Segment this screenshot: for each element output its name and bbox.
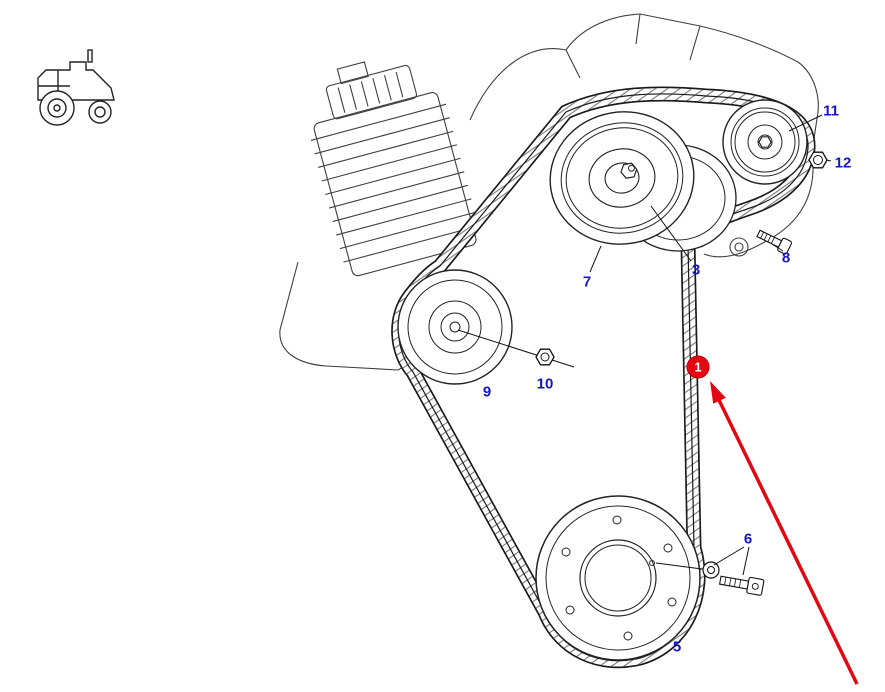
tractor-icon [37, 49, 115, 126]
callout-1-badge[interactable]: 1 [686, 355, 710, 379]
leader-12 [825, 159, 832, 162]
part-label-7: 7 [582, 273, 592, 291]
leader-6b [742, 546, 750, 576]
part-label-8: 8 [781, 249, 791, 267]
part-label-9: 9 [482, 383, 492, 401]
leader-lines [589, 114, 832, 576]
callout-arrow [710, 381, 859, 685]
part-label-12: 12 [834, 154, 852, 172]
crank-pulley-bolt-holes [561, 515, 677, 641]
nut-12 [808, 151, 828, 169]
air-compressor-outline [310, 61, 479, 277]
part-label-3: 3 [691, 261, 701, 279]
washer-6 [655, 561, 720, 579]
engine-block-sketch [279, 13, 819, 371]
pulley-5 [535, 495, 701, 661]
pulley-9 [397, 269, 513, 385]
nut-10 [457, 329, 575, 368]
leader-3 [650, 205, 692, 262]
leader-11 [788, 114, 823, 132]
part-label-6: 6 [743, 530, 753, 548]
part-label-5: 5 [672, 638, 682, 656]
part-label-11: 11 [823, 102, 839, 120]
pulley-7 [549, 111, 695, 245]
leader-6a [713, 546, 745, 566]
bolt-6 [719, 575, 765, 596]
engine-housing-outline [279, 13, 819, 371]
leader-8 [771, 243, 784, 252]
part-label-10: 10 [536, 375, 554, 393]
leader-7 [589, 245, 602, 273]
pulley-11 [722, 99, 808, 185]
pump-shaft-nut [620, 162, 638, 179]
alternator-shaft-nut [758, 136, 772, 148]
